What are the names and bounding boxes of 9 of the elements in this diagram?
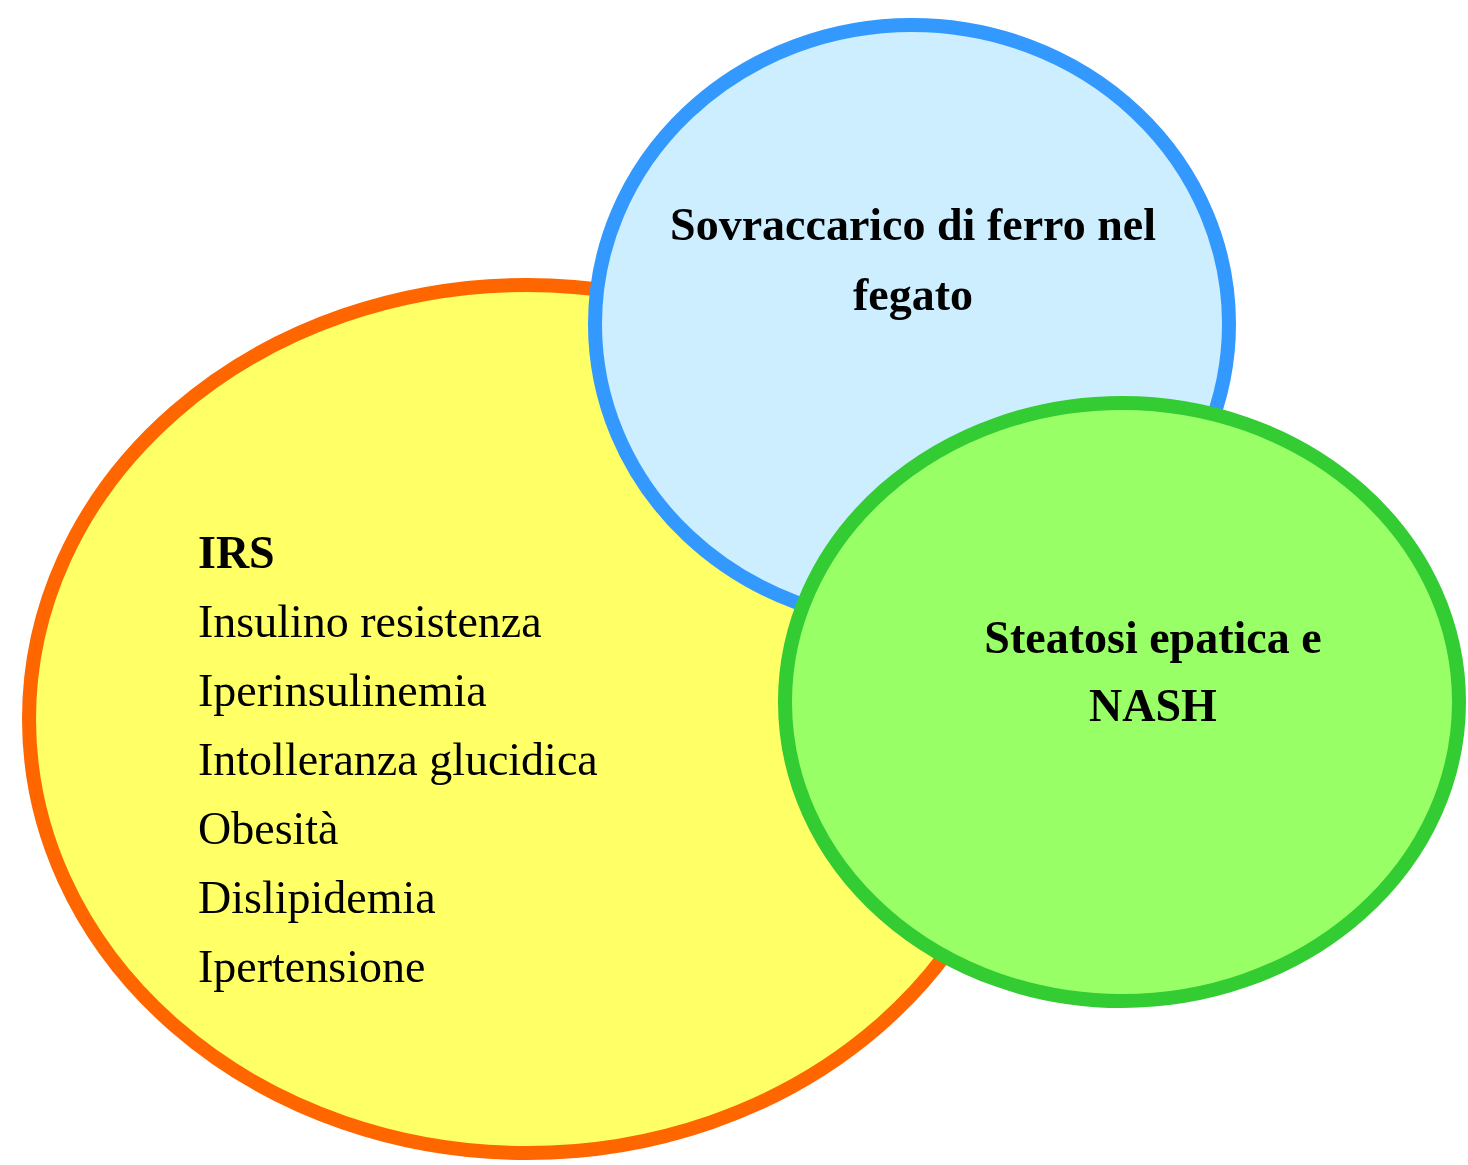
label-text: Steatosi epatica e NASH	[983, 611, 1323, 733]
heading-text: IRS	[198, 526, 275, 580]
label-text: Dislipidemia	[198, 871, 436, 925]
label-text: Iperinsulinemia	[198, 664, 487, 718]
label-text: Obesità	[198, 802, 339, 856]
label-text: Ipertensione	[198, 940, 426, 994]
label-text: Insulino resistenza	[198, 595, 542, 649]
label-text: Sovraccarico di ferro nel fegato	[669, 198, 1157, 322]
label-text: Intolleranza glucidica	[198, 733, 598, 787]
